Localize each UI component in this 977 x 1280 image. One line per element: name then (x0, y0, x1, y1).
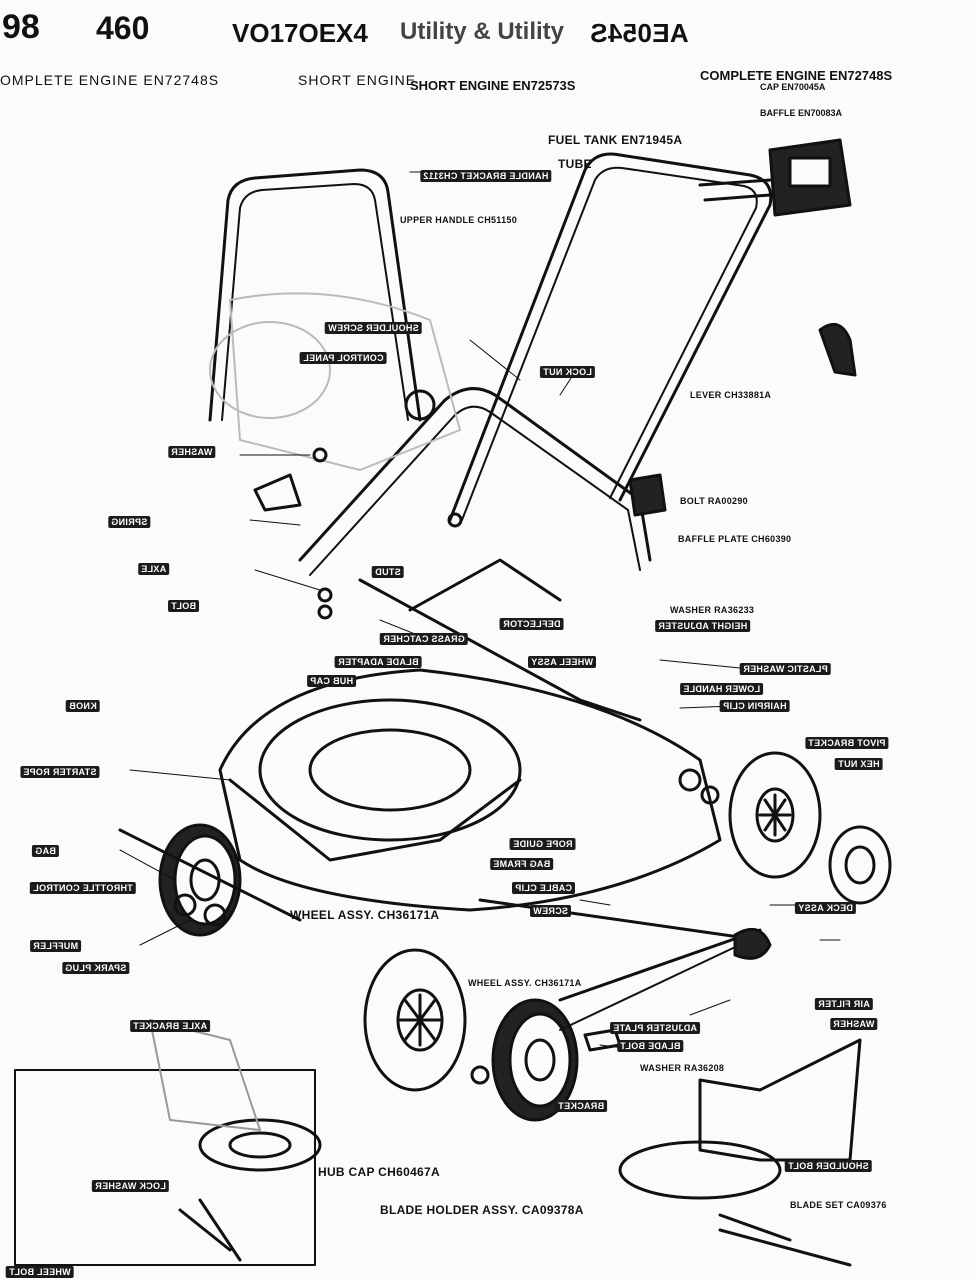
callout-37: BRACKET (555, 1100, 608, 1112)
tube-label: TUBE (558, 157, 592, 171)
callout-9: BOLT (168, 600, 200, 612)
lever-part (820, 324, 855, 375)
blade-holder-label: BLADE HOLDER ASSY. CA09378A (380, 1203, 584, 1217)
inset-box (15, 1070, 315, 1265)
callout-22: STARTER ROPE (20, 766, 100, 778)
model-number: 460 (96, 10, 150, 46)
callout-40: WHEEL BOLT (6, 1266, 74, 1278)
baffle-plate-label: BAFFLE PLATE CH60390 (678, 534, 792, 544)
callout-12: GRASS CATCHER (380, 633, 468, 645)
callout-30: MUFFLER (30, 940, 82, 952)
lever-label: LEVER CH33881A (690, 390, 772, 400)
cap-label: CAP EN70045A (760, 82, 826, 92)
callout-18: KNOB (66, 700, 100, 712)
callout-29: DECK ASSY (795, 902, 856, 914)
callout-19: HAIRPIN CLIP (720, 700, 790, 712)
upper-handle-label: UPPER HANDLE CH51150 (400, 215, 518, 225)
callout-21: HEX NUT (835, 758, 883, 770)
callout-7: AXLE (138, 563, 170, 575)
callout-8: STUD (372, 566, 404, 578)
callout-10: DEFLECTOR (500, 618, 564, 630)
wheel-left (160, 825, 240, 935)
complete-engine: OMPLETE ENGINE EN72748S (0, 72, 220, 88)
callout-35: ADJUSTER PLATE (610, 1022, 701, 1034)
lower-handle (300, 389, 650, 560)
upper-handle-rear (210, 170, 420, 420)
wheel-front-left (365, 950, 465, 1090)
callout-28: SCREW (530, 905, 571, 917)
hub-cap-label: HUB CAP CH60467A (318, 1165, 440, 1179)
callout-25: BAG FRAME (490, 858, 554, 870)
complete-engine-reversed: COMPLETE ENGINE EN72748S (700, 68, 893, 83)
callout-5: WASHER (168, 446, 216, 458)
callout-26: THROTTLE CONTROL (30, 882, 136, 894)
wheel-assy-label: WHEEL ASSY. CH36171A (290, 908, 440, 922)
callout-6: SPRING (108, 516, 151, 528)
short-engine-reversed: SHORT ENGINE EN72573S (410, 78, 576, 93)
callout-15: HUB CAP (307, 675, 357, 687)
callout-24: BAG (32, 845, 59, 857)
fuel-tank-label: FUEL TANK EN71945A (548, 133, 683, 147)
callout-36: BLADE BOLT (617, 1040, 684, 1052)
callout-1: HANDLE BRACKET CH3112 (420, 170, 552, 182)
callout-32: AIR FILTER (815, 998, 873, 1010)
upper-handle-front (450, 154, 771, 520)
mower-deck (220, 670, 720, 910)
engine-model: VO17OEX4 (232, 18, 368, 48)
wheel-right-rear (730, 753, 820, 877)
callout-23: ROPE GUIDE (510, 838, 576, 850)
washer-label: WASHER RA36233 (670, 605, 755, 615)
callout-34: AXLE BRACKET (130, 1020, 211, 1032)
callout-17: LOWER HANDLE (680, 683, 764, 695)
callout-20: PIVOT BRACKET (805, 737, 889, 749)
callout-13: BLADE ADAPTER (335, 656, 422, 668)
callout-27: CABLE CLIP (512, 882, 575, 894)
brand-title: Utility & Utility (400, 18, 565, 45)
baffle-label: BAFFLE EN70083A (760, 108, 843, 118)
callout-2: SHOULDER SCREW (325, 322, 422, 334)
blade-set-label: BLADE SET CA09376 (790, 1200, 887, 1210)
callout-31: SPARK PLUG (62, 962, 130, 974)
callout-3: CONTROL PANEL (300, 352, 387, 364)
wheel-assy-label-2: WHEEL ASSY. CH36171A (468, 978, 582, 988)
callout-16: PLASTIC WASHER (740, 663, 831, 675)
washer-label-2: WASHER RA36208 (640, 1063, 725, 1073)
wheel-front-right (493, 1000, 577, 1120)
short-engine: SHORT ENGINE (298, 72, 417, 88)
callout-14: WHEEL ASSY (528, 656, 597, 668)
hub-cap (830, 827, 890, 903)
callout-4: LOCK NUT (540, 366, 595, 378)
page-number: 98 (2, 8, 40, 46)
callout-39: SHOULDER BOLT (785, 1160, 872, 1172)
callout-38: LOCK WASHER (92, 1180, 169, 1192)
engine-outline (230, 293, 460, 470)
blade (720, 1215, 850, 1265)
callout-11: HEIGHT ADJUSTER (655, 620, 751, 632)
callout-33: WASHER (830, 1018, 878, 1030)
bolt-label: BOLT RA00290 (680, 496, 748, 506)
